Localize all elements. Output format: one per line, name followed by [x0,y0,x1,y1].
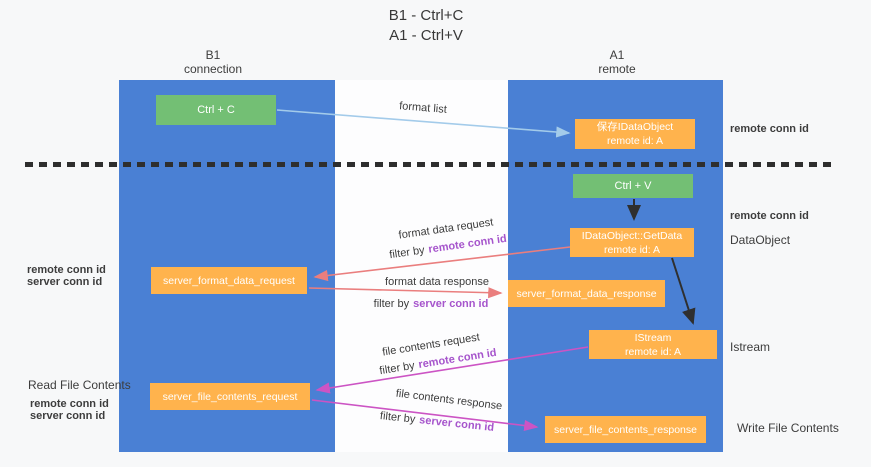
server-file-contents-request-label: server_file_contents_request [162,390,298,403]
ctrl-v-box: Ctrl + V [573,174,693,198]
remote-conn-id-annotation-mid: remote conn id [730,210,809,222]
server-conn-id-annotation-file: server conn id [30,410,106,422]
format-data-response-label: format data response [385,276,489,288]
server-format-data-response-label: server_format_data_response [516,287,657,300]
remote-conn-id-annotation-format: remote conn id [27,264,106,276]
saved-idataobject-box: 保存IDataObject remote id: A [575,119,695,149]
phase-separator-dashed-line [25,162,832,167]
write-file-contents-annotation: Write File Contents [737,421,839,435]
server-file-contents-response-label: server_file_contents_response [553,423,697,436]
server-format-data-request-box: server_format_data_request [151,267,307,294]
title-line-2: A1 - Ctrl+V [389,27,463,44]
saved-idataobject-line1: 保存IDataObject [596,121,674,133]
istream-line1: IStream [634,331,672,344]
idataobject-getdata-box: IDataObject::GetData remote id: A [570,228,694,257]
ctrl-v-label: Ctrl + V [614,180,652,192]
istream-annotation: Istream [730,340,771,354]
title-line-1: B1 - Ctrl+C [388,7,464,24]
istream-box: IStream remote id: A [589,330,717,359]
server-conn-id-annotation-format: server conn id [27,276,103,288]
server-file-contents-response-box: server_file_contents_response [545,416,706,443]
lane-b1-role: connection [183,62,243,76]
remote-conn-id-annotation-file: remote conn id [30,398,109,410]
ctrl-c-box: Ctrl + C [156,95,276,125]
remote-conn-id-annotation-top: remote conn id [730,123,809,135]
filter-by-text: filter by [373,298,410,310]
istream-line2: remote id: A [624,345,682,358]
lane-a1-role: remote [598,62,636,76]
lane-header-b1: B1 connection [184,48,242,76]
lane-a1-name: A1 [609,48,625,62]
server-format-data-response-box: server_format_data_response [508,280,665,307]
saved-idataobject-line2: remote id: A [606,135,664,147]
server-conn-id-key: server conn id [413,298,489,310]
ctrl-c-label: Ctrl + C [197,104,235,116]
getdata-line2: remote id: A [603,243,661,256]
read-file-contents-annotation: Read File Contents [28,378,131,392]
server-file-contents-request-box: server_file_contents_request [150,383,310,410]
getdata-line1: IDataObject::GetData [581,229,683,242]
dataobject-annotation: DataObject [730,233,791,247]
lane-b1-name: B1 [205,48,221,62]
lane-header-a1: A1 remote [598,48,635,76]
server-format-data-request-label: server_format_data_request [163,274,295,287]
diagram-title: B1 - Ctrl+C A1 - Ctrl+V [389,6,464,46]
